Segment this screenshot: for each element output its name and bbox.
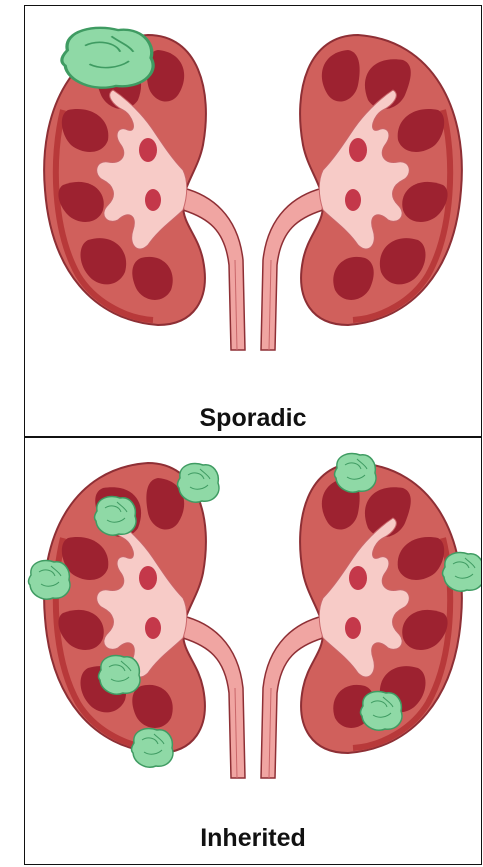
tumor-nodule-icon xyxy=(62,28,153,88)
panel-caption: Inherited xyxy=(25,824,481,853)
kidney-left-icon xyxy=(44,35,245,350)
inherited-illustration xyxy=(25,438,481,823)
sporadic-illustration xyxy=(25,6,481,401)
tumor-nodule-icon xyxy=(177,464,218,503)
kidney-right-icon xyxy=(261,35,462,350)
tumor-nodule-icon xyxy=(98,656,139,695)
panel-caption: Sporadic xyxy=(25,404,481,433)
tumor-nodule-icon xyxy=(131,729,172,768)
tumor-nodule-icon xyxy=(28,561,69,600)
kidney-right-icon xyxy=(261,463,462,778)
panel-inherited: Inherited xyxy=(24,437,482,865)
panel-sporadic: Sporadic xyxy=(24,5,482,437)
tumor-nodule-icon xyxy=(94,497,135,536)
tumor-nodule-icon xyxy=(334,454,375,493)
tumor-nodule-icon xyxy=(442,553,481,592)
tumor-nodule-icon xyxy=(360,692,401,731)
